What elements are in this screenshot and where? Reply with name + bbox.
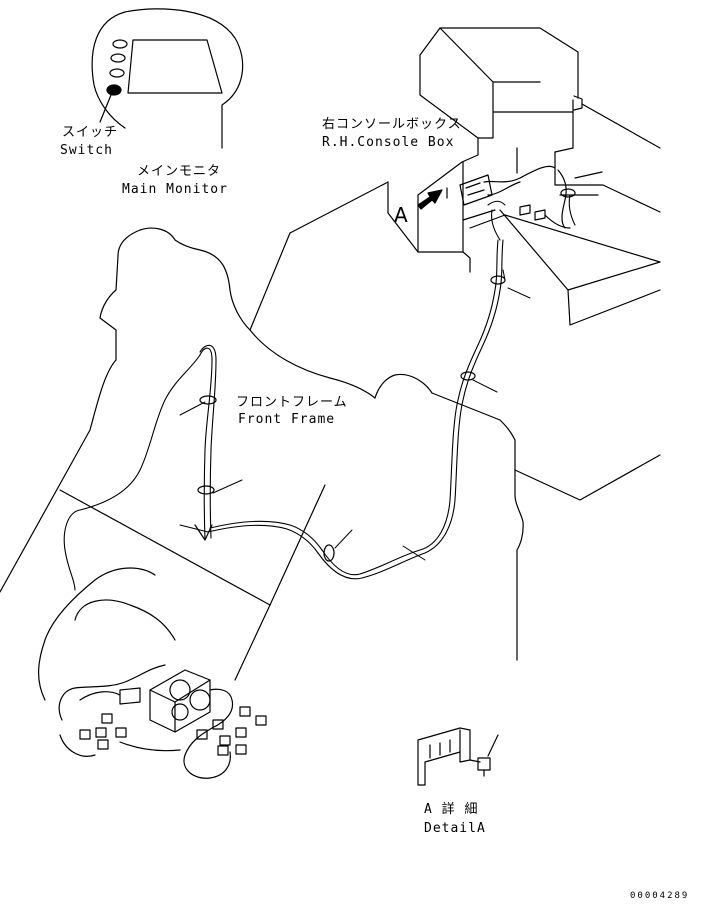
detail-a-label-jp: A 詳 細	[424, 802, 479, 817]
switch-label-jp: スイッチ	[62, 125, 119, 140]
leader-lines	[179, 269, 531, 561]
front-frame-outline	[0, 181, 661, 681]
control-valve-assembly	[38, 567, 267, 779]
clamp-icon	[490, 275, 506, 285]
monitor-label-en: Main Monitor	[122, 182, 228, 197]
detail-a-label-en: DetailA	[424, 821, 486, 836]
front-frame-label-en: Front Frame	[238, 412, 336, 427]
switch-button-icon	[106, 84, 122, 96]
clamp-icon	[199, 395, 217, 405]
console-label-en: R.H.Console Box	[322, 135, 455, 150]
drawing-number: 00004289	[630, 891, 690, 901]
clamp-icon	[323, 544, 335, 562]
clamp-icon	[460, 371, 476, 381]
monitor-screen	[127, 39, 223, 94]
switch-label-en: Switch	[60, 143, 113, 158]
console-connector-icon	[459, 174, 493, 206]
monitor-label-jp: メインモニタ	[137, 164, 222, 179]
detail-a-part	[417, 727, 499, 786]
view-a-arrow-icon	[417, 189, 443, 210]
front-frame-label-jp: フロントフレーム	[236, 395, 348, 410]
main-monitor-inset	[91, 8, 244, 149]
console-box	[387, 27, 661, 326]
view-a-label: A	[394, 203, 408, 227]
wiring-harness	[63, 194, 576, 591]
clamp-icon	[197, 485, 215, 495]
harness-clamps	[194, 188, 576, 562]
clamp-icon	[560, 188, 576, 198]
console-label-jp: 右コンソールボックス	[322, 117, 462, 132]
clamp-icon	[194, 524, 213, 541]
